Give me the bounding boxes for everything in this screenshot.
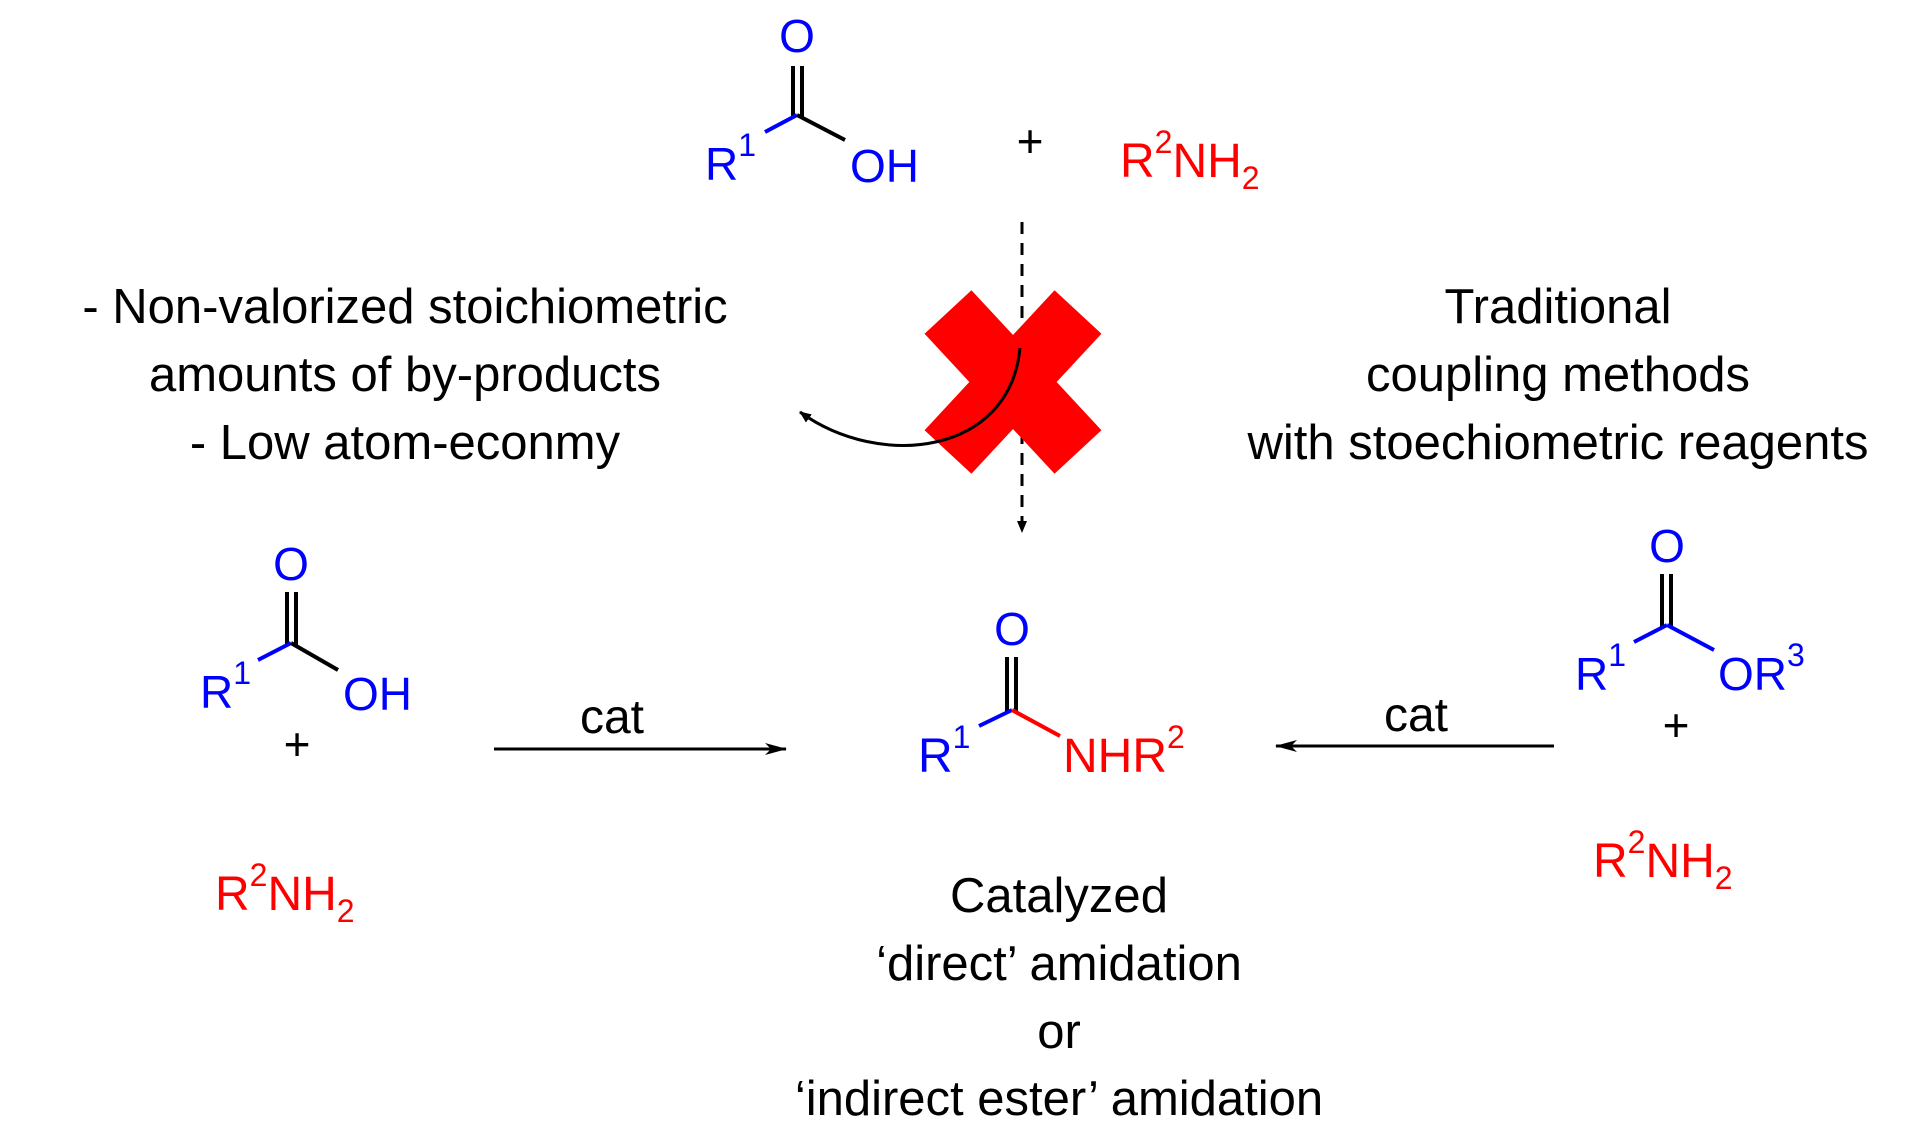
left-acid-r-group: R1 [200,655,251,718]
left-amine: R2NH2 [215,857,355,929]
caption: Catalyzed ‘direct’ amidation or ‘indirec… [795,869,1323,1126]
ester-bond-right [1666,623,1715,652]
traditional-line-2: coupling methods [1366,348,1750,402]
product-bond-right [1011,708,1061,738]
traditional-line-1: Traditional [1445,280,1672,334]
product-oxygen: O [994,603,1030,655]
caption-line-2: ‘direct’ amidation [876,937,1242,991]
traditional-note: Traditional coupling methods with stoech… [1247,280,1869,470]
ester-oxygen: O [1649,520,1685,572]
top-acid-oxygen: O [779,10,815,62]
product-bond-left [978,708,1013,728]
top-acid-bond-right [796,113,846,142]
left-carboxylic-acid: O R1 OH [200,538,412,720]
drawbacks-note: - Non-valorized stoichiometric amounts o… [82,280,727,470]
left-plus: + [284,718,311,770]
traditional-line-3: with stoechiometric reagents [1247,416,1869,470]
drawbacks-line-3: - Low atom-econmy [190,416,621,470]
product-r-group: R1 [918,719,970,783]
caption-line-3: or [1037,1005,1081,1059]
top-acid-hydroxyl: OH [850,140,919,192]
drawbacks-line-2: amounts of by-products [149,348,661,402]
top-acid-r-group: R1 [705,127,756,190]
caption-line-4: ‘indirect ester’ amidation [795,1072,1323,1126]
product-amide: O R1 NHR2 [918,603,1185,783]
right-arrow-label: cat [1384,689,1448,742]
left-acid-bond-right [290,641,339,672]
right-plus: + [1663,699,1690,751]
right-amine: R2NH2 [1593,824,1733,896]
left-arrow-label: cat [580,691,644,744]
right-ester: O R1 OR3 [1575,520,1805,700]
ester-or-group: OR3 [1718,637,1805,700]
top-plus: + [1017,115,1044,167]
ester-r-group: R1 [1575,637,1626,700]
caption-line-1: Catalyzed [950,869,1168,923]
top-carboxylic-acid: O R1 OH [705,10,919,192]
top-amine: R2NH2 [1120,124,1260,196]
left-acid-bond-left [257,641,292,662]
curved-byproduct-arrow [799,347,1022,447]
left-acid-hydroxyl: OH [343,668,412,720]
top-acid-bond-left [764,113,798,134]
drawbacks-line-1: - Non-valorized stoichiometric [82,280,727,334]
product-nhr: NHR2 [1063,719,1185,783]
ester-bond-left [1633,623,1668,644]
left-acid-oxygen: O [273,538,309,590]
